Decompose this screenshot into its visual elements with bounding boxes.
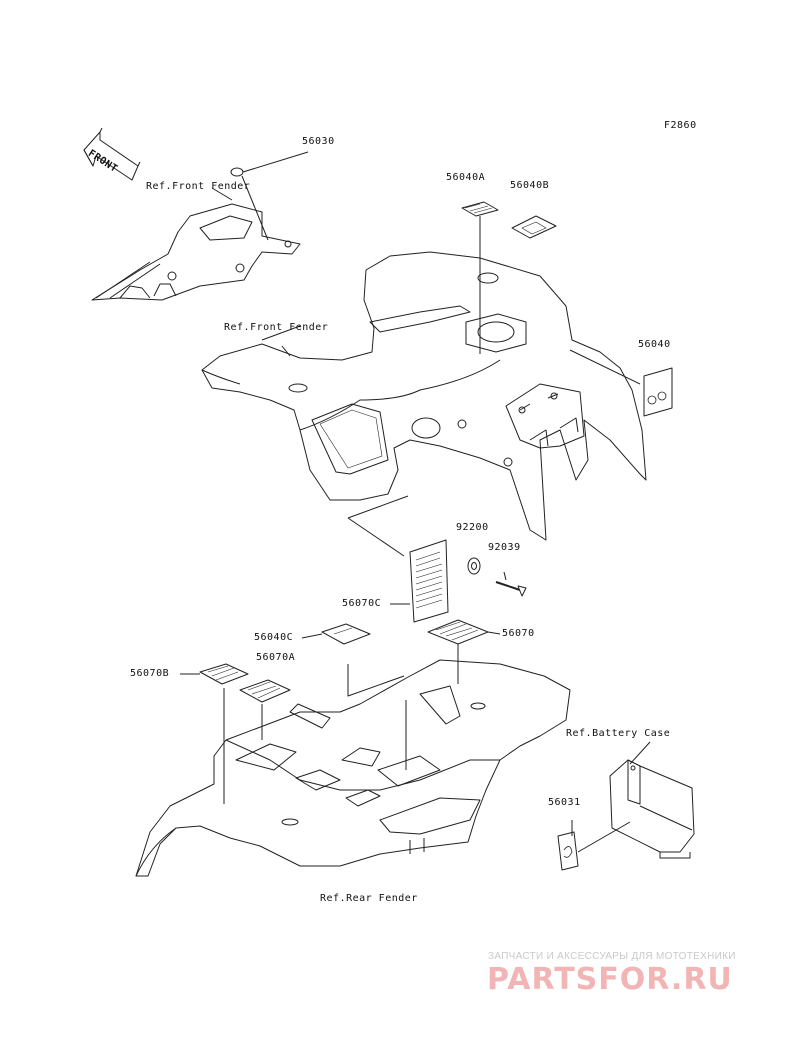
decal-56070B: [199, 663, 249, 685]
decal-56070A: [239, 679, 291, 703]
part-number-56070: 56070: [502, 628, 535, 639]
label-ref-front-fender-main: Ref.Front Fender: [224, 322, 329, 333]
decal-56040: [643, 367, 673, 417]
rivet-92039: [495, 571, 527, 597]
figure-code: F2860: [664, 120, 697, 131]
part-number-56070B: 56070B: [130, 668, 170, 679]
rear-fender: [135, 659, 571, 877]
part-number-56040B: 56040B: [510, 180, 550, 191]
part-number-92039: 92039: [488, 542, 521, 553]
front-fender-main: [201, 251, 647, 541]
watermark-logo: PARTSFOR.RU: [487, 962, 733, 997]
washer-92200: [467, 557, 481, 575]
decal-56040B: [511, 215, 557, 239]
part-number-56040: 56040: [638, 339, 671, 350]
watermark-subtitle: ЗАПЧАСТИ И АКСЕССУАРЫ ДЛЯ МОТОТЕХНИКИ: [488, 951, 736, 962]
part-number-56040A: 56040A: [446, 172, 486, 183]
battery-case: [609, 741, 695, 859]
front-fender-upper-part: [91, 203, 301, 301]
label-ref-rear-fender: Ref.Rear Fender: [320, 893, 418, 904]
part-number-56031: 56031: [548, 797, 581, 808]
part-number-56040C: 56040C: [254, 632, 294, 643]
label-ref-front-fender-upper: Ref.Front Fender: [146, 181, 251, 192]
decal-56040A: [461, 201, 499, 217]
part-number-56070C: 56070C: [342, 598, 382, 609]
part-number-56030: 56030: [302, 136, 335, 147]
front-direction-arrow: [83, 127, 141, 181]
washer-56030: [230, 167, 244, 177]
part-number-56070A: 56070A: [256, 652, 296, 663]
decal-56031: [557, 831, 579, 871]
part-number-92200: 92200: [456, 522, 489, 533]
decal-56040C: [321, 623, 371, 645]
decal-56070C: [409, 539, 449, 623]
label-ref-battery-case: Ref.Battery Case: [566, 728, 671, 739]
